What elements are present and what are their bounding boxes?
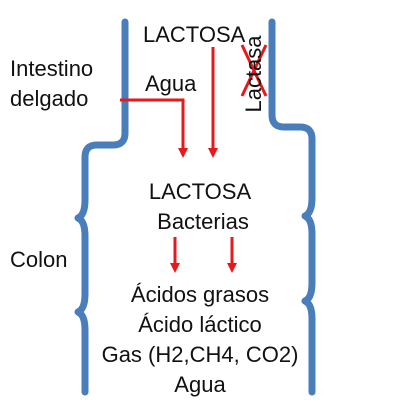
small-intestine-label-line1: Intestino: [10, 56, 94, 81]
colon-label: Colon: [10, 247, 68, 272]
water-label-top: Agua: [145, 71, 197, 96]
lactasa-cross-mark: [240, 44, 268, 97]
fatty-acids-label: Ácidos grasos: [130, 282, 270, 307]
right-intestine-wall: [268, 18, 316, 396]
water-label-bottom: Agua: [174, 372, 226, 397]
bacteria-label: Bacterias: [157, 209, 249, 234]
gas-label: Gas (H2,CH4, CO2): [101, 342, 299, 367]
lactose-label-colon: LACTOSA: [148, 179, 252, 204]
lactic-acid-label: Ácido láctico: [138, 312, 262, 337]
left-intestine-wall: [74, 18, 129, 396]
lactase-label: Lactasa: [241, 35, 266, 113]
water-arrow: [120, 98, 188, 158]
lactose-label-top: LACTOSA: [143, 22, 246, 47]
small-intestine-label-line2: delgado: [10, 86, 89, 111]
